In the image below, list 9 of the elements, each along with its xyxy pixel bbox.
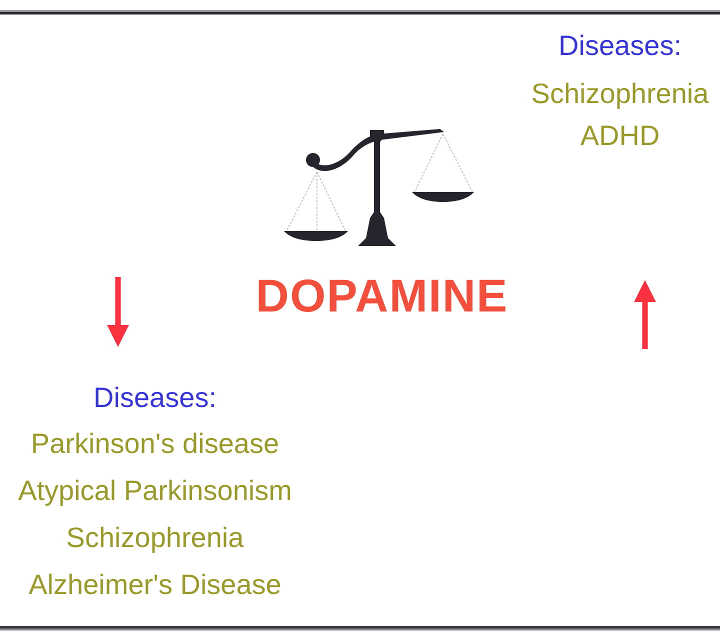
disease-name: Atypical Parkinsonism (18, 474, 292, 508)
heading-text: Diseases: (94, 382, 216, 414)
title-text: DOPAMINE (256, 270, 508, 322)
heading-text: Diseases: (558, 30, 682, 62)
disease-name: Schizophrenia (531, 78, 709, 110)
disease-name: Parkinson's disease (30, 428, 280, 460)
disease-name: Alzheimer's Disease (28, 568, 282, 602)
disease-name: Schizophrenia (66, 522, 244, 554)
disease-name: ADHD (580, 120, 660, 152)
